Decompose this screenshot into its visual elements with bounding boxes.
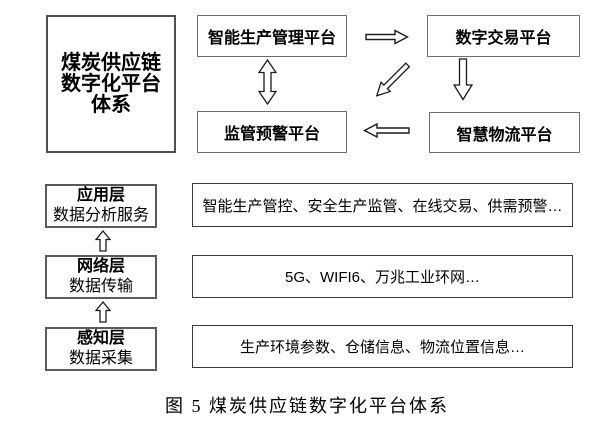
layer-application-name: 应用层 xyxy=(76,187,125,204)
detail-box-network: 5G、WIFI6、万兆工业环网… xyxy=(192,255,573,298)
arrow-down-icon xyxy=(453,58,473,101)
platform-production-label: 智能生产管理平台 xyxy=(207,30,336,47)
layer-box-network: 网络层 数据传输 xyxy=(45,255,157,299)
platform-supervision-label: 监管预警平台 xyxy=(223,126,320,143)
detail-network-text: 5G、WIFI6、万兆工业环网… xyxy=(284,269,480,286)
arrow-up-icon-1 xyxy=(95,230,111,252)
layer-application-desc: 数据分析服务 xyxy=(52,207,149,224)
platform-box-trading: 数字交易平台 xyxy=(427,15,580,57)
layer-perception-name: 感知层 xyxy=(76,330,125,347)
detail-application-text: 智能生产管控、安全生产监管、在线交易、供需预警… xyxy=(202,197,563,215)
arrow-double-vertical-icon xyxy=(258,59,277,105)
layer-perception-desc: 数据采集 xyxy=(68,350,133,367)
detail-box-application: 智能生产管控、安全生产监管、在线交易、供需预警… xyxy=(192,183,573,227)
arrow-diagonal-down-left-icon xyxy=(370,59,413,102)
arrow-left-icon xyxy=(363,123,410,138)
platform-box-production: 智能生产管理平台 xyxy=(197,15,347,57)
platform-logistics-label: 智慧物流平台 xyxy=(456,126,553,144)
layer-box-perception: 感知层 数据采集 xyxy=(45,327,157,371)
system-title-box: 煤炭供应链 数字化平台 体系 xyxy=(46,15,176,153)
system-title-text: 煤炭供应链 数字化平台 体系 xyxy=(61,51,161,116)
arrow-up-icon-2 xyxy=(95,301,111,323)
layer-network-desc: 数据传输 xyxy=(68,278,133,295)
arrow-right-icon xyxy=(365,29,409,45)
figure-caption: 图 5 煤炭供应链数字化平台体系 xyxy=(165,396,449,416)
detail-perception-text: 生产环境参数、仓储信息、物流位置信息… xyxy=(239,339,525,356)
platform-box-supervision: 监管预警平台 xyxy=(197,111,347,153)
layer-network-name: 网络层 xyxy=(76,258,125,275)
platform-trading-label: 数字交易平台 xyxy=(455,30,552,47)
platform-box-logistics: 智慧物流平台 xyxy=(429,112,580,153)
layer-box-application: 应用层 数据分析服务 xyxy=(45,184,157,228)
detail-box-perception: 生产环境参数、仓储信息、物流位置信息… xyxy=(192,325,573,368)
